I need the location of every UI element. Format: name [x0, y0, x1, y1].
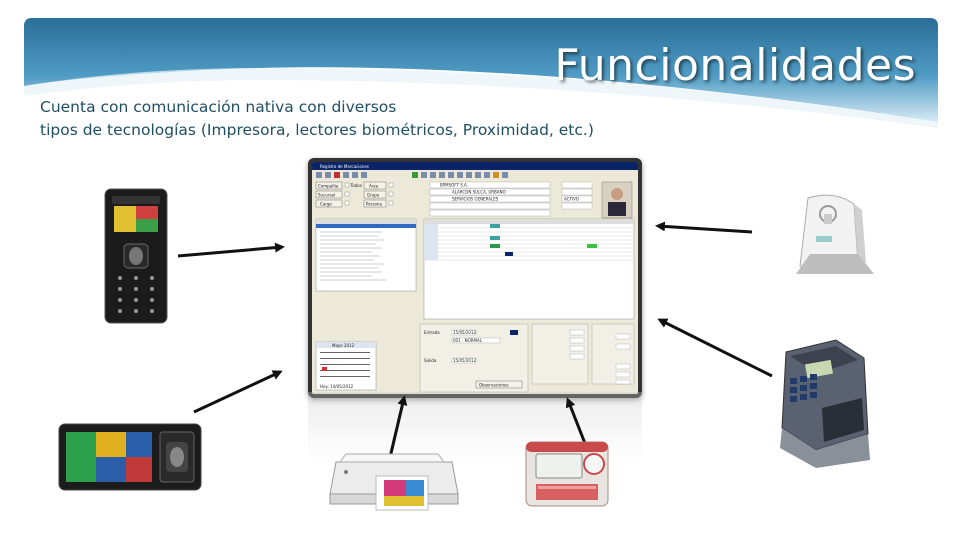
company-name-value: BPMSOFT S.A.: [440, 183, 468, 188]
entry-label: Entrada: [424, 330, 440, 335]
area-button[interactable]: Área: [369, 184, 379, 189]
branch-button[interactable]: Sucursal: [318, 193, 335, 198]
exit-label: Salida: [424, 358, 437, 363]
arrow-fingerprint-to-app: [177, 242, 285, 258]
entry-date[interactable]: 15/05/2012: [453, 330, 477, 335]
exit-date[interactable]: 15/05/2012: [453, 358, 477, 363]
group-button[interactable]: Grupo: [367, 193, 380, 198]
entry-type[interactable]: 001 - NORMAL: [453, 338, 483, 343]
hand-geometry-reader-icon: [780, 339, 870, 468]
state-value: ACTIVO: [564, 197, 579, 202]
time-clock-icon: [525, 441, 609, 507]
calendar-today: Hoy: 14/05/2012: [320, 384, 354, 389]
header-banner: [24, 18, 938, 128]
arrow-clock-to-app: [565, 397, 588, 447]
person-button[interactable]: Persona: [366, 202, 382, 207]
observations-button[interactable]: Observaciones: [479, 383, 509, 388]
printer-icon: [329, 453, 459, 511]
arrow-terminal-to-app: [193, 370, 283, 414]
arrow-proximity-to-app: [655, 221, 753, 234]
calendar-month: Mayo 2012: [332, 343, 355, 348]
position-button[interactable]: Cargo: [320, 202, 332, 207]
slide-subtitle: Cuenta con comunicación nativa con diver…: [40, 96, 594, 142]
slide-title: Funcionalidades: [554, 40, 916, 91]
proximity-reader-icon: [796, 194, 874, 274]
area-name-value: SERVICIOS GENERALES: [452, 197, 499, 202]
company-button[interactable]: Compañía: [318, 184, 339, 189]
biometric-color-terminal-icon: [58, 423, 202, 491]
fingerprint-terminal-icon: [104, 188, 168, 324]
app-window-title: Registro de Marcaciones: [320, 164, 369, 169]
person-name-value: ALARCON SULCA, URBANO: [452, 190, 506, 195]
subtitle-line-1: Cuenta con comunicación nativa con diver…: [40, 98, 397, 116]
arrow-hand-reader-to-app: [657, 318, 773, 378]
all-checkbox-label: Todos: [350, 183, 362, 188]
subtitle-line-2: tipos de tecnologías (Impresora, lectore…: [40, 121, 594, 139]
app-screenshot: Registro de Marcaciones Compañía Sucursa…: [308, 158, 642, 398]
